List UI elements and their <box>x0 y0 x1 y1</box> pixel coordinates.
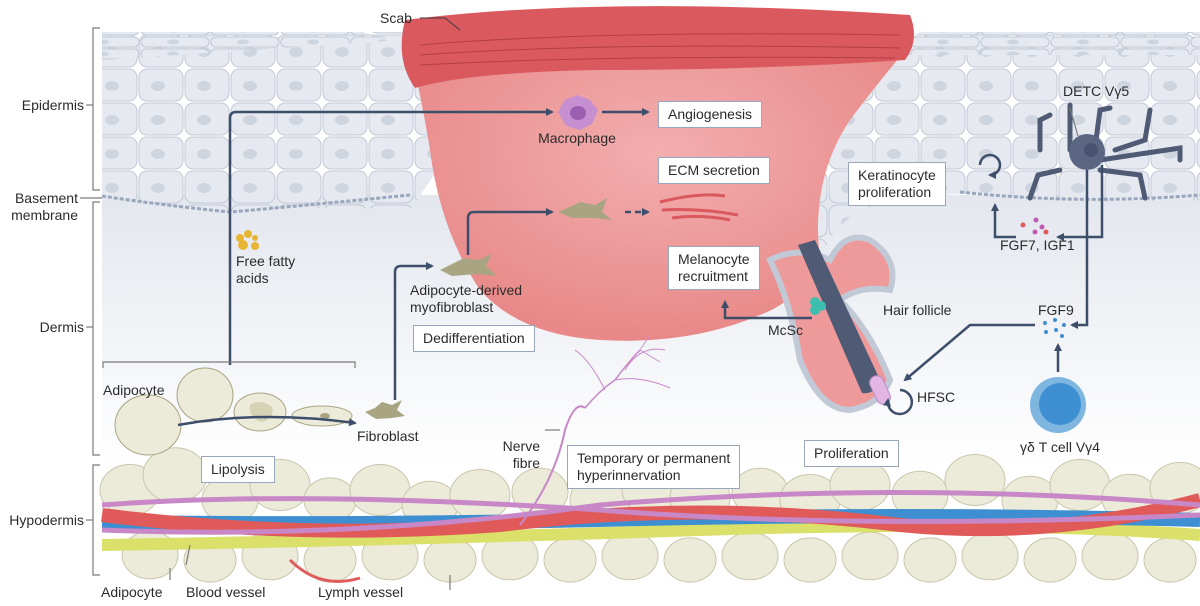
hypodermis-adipocyte <box>961 531 1019 581</box>
scab <box>401 6 915 88</box>
fgf7-igf1-label: FGF7, IGF1 <box>1000 237 1075 253</box>
hypodermis-adipocyte <box>601 531 659 581</box>
hypodermis-adipocyte <box>829 459 891 511</box>
layer-label-dermis: Dermis <box>39 319 84 335</box>
hypodermis-adipocyte <box>543 537 597 583</box>
hypodermis-adipocyte <box>721 531 779 581</box>
wound-myofibroblast-cell <box>558 198 612 220</box>
fibroblast-label: Fibroblast <box>357 428 419 444</box>
mcsc-cells <box>810 297 826 315</box>
keratinocyte-loop-arrow <box>978 153 1002 179</box>
arrows <box>228 108 1104 416</box>
hypodermis-adipocyte <box>663 537 717 583</box>
gd-t-cell-label: γδ T cell Vγ4 <box>1020 439 1100 455</box>
hypodermis-adipocyte <box>449 469 511 521</box>
hypodermis-adipocyte <box>1081 531 1139 581</box>
proliferation-box: Proliferation <box>804 440 899 467</box>
arrow-fgf7-to-keratinocyte <box>991 203 1016 239</box>
blood-vessel-label: Blood vessel <box>186 584 266 600</box>
free-fatty-acids-label: Free fatty acids <box>236 253 296 286</box>
bottom-adipocyte-label: Adipocyte <box>101 584 163 600</box>
fgf9-dots <box>1043 318 1066 338</box>
nerve-bundle-2 <box>101 490 1200 535</box>
nerve-fibre <box>519 334 671 526</box>
lipolysis-arrow <box>177 415 357 427</box>
hair-follicle-label: Hair follicle <box>883 302 952 318</box>
ecm-secretion-box: ECM secretion <box>658 157 770 184</box>
detc-cell <box>1027 102 1183 201</box>
capillary <box>288 558 361 583</box>
hypodermis-adipocyte <box>142 447 208 503</box>
arrow-fibroblast-to-myofibroblast <box>393 262 434 400</box>
macrophage-label: Macrophage <box>538 130 616 146</box>
myofibroblast-cell <box>440 254 497 276</box>
vessels <box>101 490 1200 583</box>
layer-brackets <box>80 27 1079 590</box>
hfsc-loop-arrow <box>883 388 914 416</box>
nerve-bundle-1 <box>101 496 1200 524</box>
arrow-mcsc-to-melanocyte <box>721 300 812 320</box>
keratinocyte-proliferation-box: Keratinocyte proliferation <box>848 162 946 206</box>
hair-shaft <box>798 240 880 394</box>
lymph-vessel-label: Lymph vessel <box>318 584 404 600</box>
hfsc-label: HFSC <box>917 389 956 405</box>
fgf7-igf1-dots <box>1020 217 1049 235</box>
basement-membrane-right <box>959 190 1200 201</box>
adipocyte-label: Adipocyte <box>103 382 165 398</box>
hypodermis-adipocyte <box>841 531 899 581</box>
detc-label: DETC Vγ5 <box>1063 83 1130 99</box>
mcsc-label: McSc <box>768 322 803 338</box>
hypodermis-adipocyte <box>1049 459 1111 511</box>
layer-label-hypodermis: Hypodermis <box>9 512 84 528</box>
arrow-detc-to-fgf9 <box>1070 170 1089 329</box>
macrophage-cell <box>558 95 598 130</box>
angiogenesis-box: Angiogenesis <box>658 101 763 128</box>
adipocyte-derived-label: Adipocyte-derived myofibroblast <box>410 282 523 315</box>
lipolysis-box: Lipolysis <box>201 456 275 483</box>
hair-follicle <box>765 234 896 414</box>
hypodermis-adipocyte <box>349 464 411 516</box>
nerve-fibre-label: Nerve fibre <box>502 438 540 471</box>
hypodermis-adipocyte <box>783 537 837 583</box>
detc-nucleus <box>1084 143 1098 157</box>
ecm-fibres <box>659 193 739 222</box>
arrow-detc-to-fgf7 <box>1056 165 1104 241</box>
hypodermis-adipocyte <box>1023 537 1077 583</box>
melanocyte-recruitment-box: Melanocyte recruitment <box>668 246 760 290</box>
layer-label-basement-membrane: Basement membrane <box>11 190 78 223</box>
fgf9-label: FGF9 <box>1038 302 1074 318</box>
scab-leader <box>420 17 461 31</box>
arrow-myofibroblast-to-wound <box>466 208 554 255</box>
arrow-fgf9-to-hfsc <box>903 323 1035 382</box>
fibroblast-cell <box>365 400 405 419</box>
free-fatty-acids-icon <box>236 230 259 250</box>
dermis-adipocytes <box>114 367 353 456</box>
arrow-ffa-to-macrophage <box>228 108 554 365</box>
hypodermis-adipocyte <box>1143 537 1197 583</box>
hypodermis-adipocyte <box>944 454 1006 506</box>
scab-label: Scab <box>380 10 412 26</box>
hyperinnervation-box: Temporary or permanent hyperinnervation <box>567 445 741 489</box>
gd-t-cell-nucleus <box>1039 383 1081 425</box>
layer-label-epidermis: Epidermis <box>21 97 84 113</box>
dedifferentiation-box: Dedifferentiation <box>413 325 535 352</box>
hypodermis-adipocyte <box>903 537 957 583</box>
epidermis-right <box>794 32 1200 270</box>
detc-leader <box>1069 107 1079 137</box>
